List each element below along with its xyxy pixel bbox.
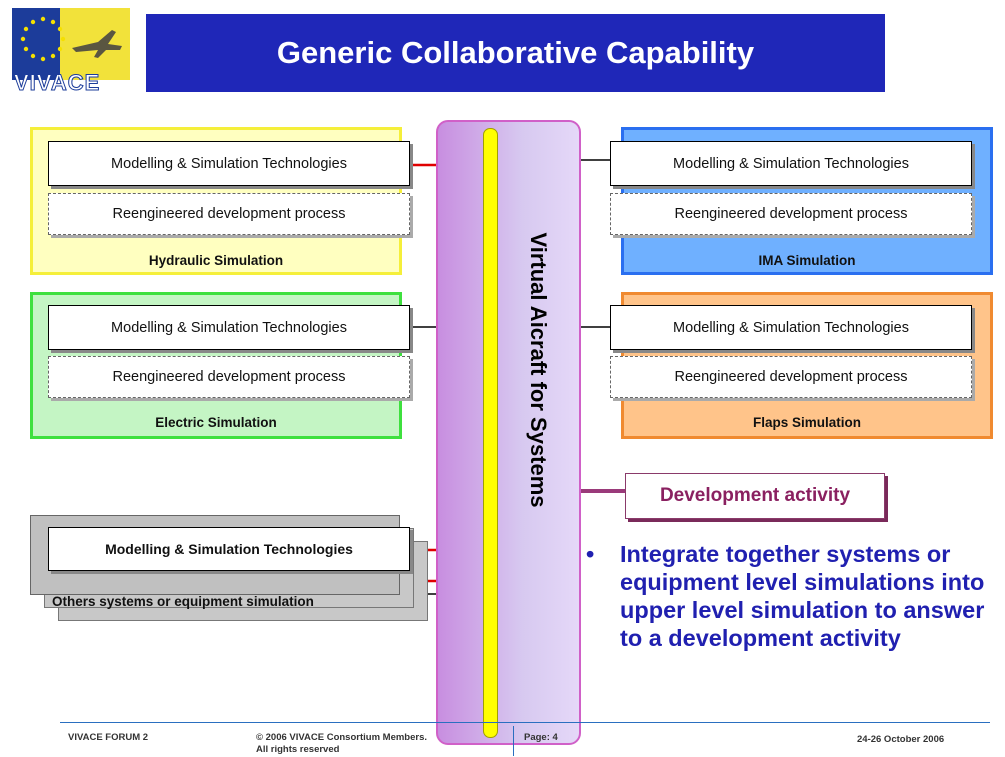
footer-divider <box>513 726 514 756</box>
flaps-process-box: Reengineered development process <box>610 356 972 398</box>
ima-label: IMA Simulation <box>758 253 856 268</box>
footer-copyright-2: All rights reserved <box>256 744 340 755</box>
airplane-icon <box>72 30 122 58</box>
integration-rail <box>483 128 498 738</box>
flaps-tech-box: Modelling & Simulation Technologies <box>610 305 972 350</box>
bullet-icon: • <box>586 541 595 567</box>
ima-process-box: Reengineered development process <box>610 193 972 235</box>
star-circle-icon <box>20 16 66 62</box>
ima-tech-box: Modelling & Simulation Technologies <box>610 141 972 186</box>
hydraulic-label: Hydraulic Simulation <box>148 253 284 268</box>
others-tech-box: Modelling & Simulation Technologies <box>48 527 410 571</box>
bus-label: Virtual Aicraft for Systems <box>523 150 553 590</box>
footer-copyright-1: © 2006 VIVACE Consortium Members. <box>256 732 428 743</box>
development-activity-box: Development activity <box>625 473 885 519</box>
vivace-logo: VIVACE <box>12 8 130 96</box>
footer-rule <box>60 722 990 723</box>
logo-text: VIVACE <box>14 70 101 96</box>
others-label: Others systems or equipment simulation <box>52 594 314 609</box>
page-title: Generic Collaborative Capability <box>146 14 885 92</box>
virtual-aircraft-bus <box>436 120 581 745</box>
footer-forum: VIVACE FORUM 2 <box>68 732 149 743</box>
hydraulic-tech-box: Modelling & Simulation Technologies <box>48 141 410 186</box>
bullet-text: Integrate together systems or equipment … <box>620 541 985 651</box>
bus-label-text: Virtual Aicraft for Systems <box>526 232 551 508</box>
electric-label: Electric Simulation <box>155 415 277 430</box>
electric-process-box: Reengineered development process <box>48 356 410 398</box>
footer-date: 24-26 October 2006 <box>857 734 945 745</box>
footer-page: Page: 4 <box>524 732 558 743</box>
hydraulic-process-box: Reengineered development process <box>48 193 410 235</box>
flaps-label: Flaps Simulation <box>752 415 861 430</box>
bullet-point: • Integrate together systems or equipmen… <box>586 540 1003 652</box>
electric-tech-box: Modelling & Simulation Technologies <box>48 305 410 350</box>
